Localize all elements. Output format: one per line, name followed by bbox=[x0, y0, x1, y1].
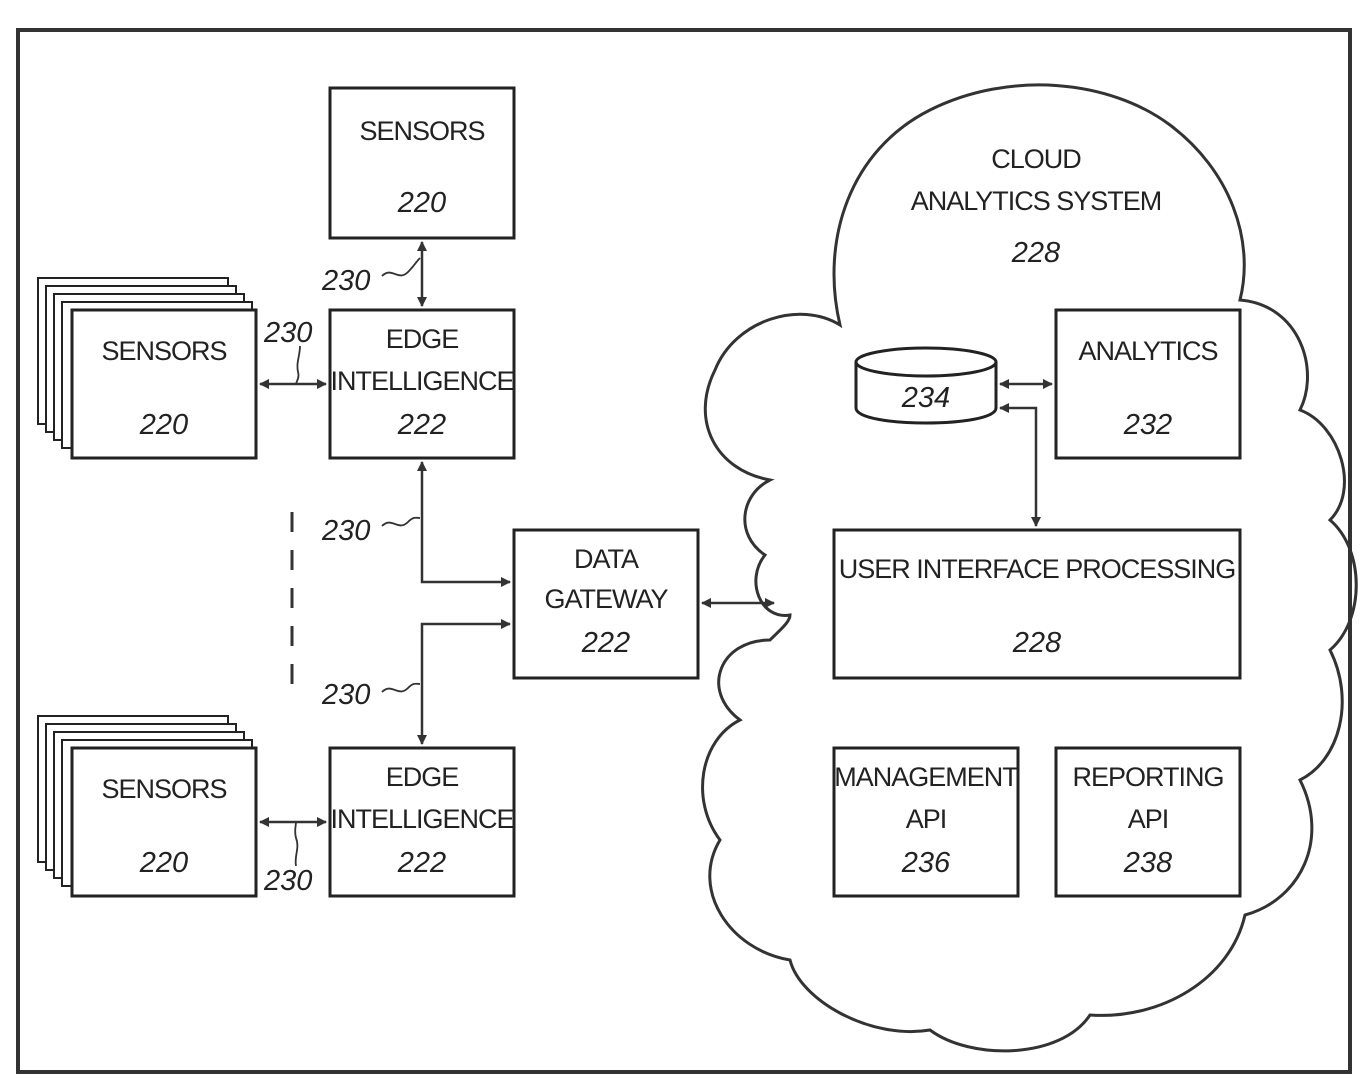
edge-top-line1: EDGE bbox=[386, 324, 459, 354]
reporting-api-line1: REPORTING bbox=[1072, 762, 1223, 792]
cloud-ref: 228 bbox=[1011, 237, 1060, 269]
sensors-bottom-ref: 220 bbox=[139, 847, 188, 879]
ref-230-sensors-top-edge: 230 bbox=[321, 265, 370, 297]
ref-230-sensors-bottom-edge: 230 bbox=[263, 865, 312, 897]
leader-230-e bbox=[294, 821, 299, 867]
gateway-ref: 222 bbox=[581, 627, 630, 659]
management-api-line2: API bbox=[906, 804, 947, 834]
database-ref: 234 bbox=[901, 382, 950, 414]
sensors-top-title: SENSORS bbox=[359, 116, 484, 146]
leader-230-d bbox=[381, 682, 421, 693]
reporting-api-box bbox=[1054, 746, 1242, 898]
sensors-mid-box bbox=[70, 308, 258, 460]
edge-bottom-line2: INTELLIGENCE bbox=[330, 804, 513, 834]
link-edge-bottom-gateway bbox=[417, 619, 511, 745]
cloud-shape bbox=[701, 83, 1358, 1053]
edge-bottom-line1: EDGE bbox=[386, 762, 459, 792]
management-api-box bbox=[832, 746, 1020, 898]
sensors-bottom-box bbox=[70, 746, 258, 898]
edge-bottom-box bbox=[328, 746, 516, 898]
gateway-line1: DATA bbox=[574, 544, 639, 574]
ref-230-edge-bottom-gateway: 230 bbox=[321, 679, 370, 711]
gateway-line2: GATEWAY bbox=[544, 584, 668, 614]
edge-top-line2: INTELLIGENCE bbox=[330, 366, 513, 396]
sensors-bottom-title: SENSORS bbox=[101, 774, 226, 804]
database-cylinder bbox=[854, 346, 998, 425]
leader-230-b bbox=[295, 345, 301, 385]
ui-processing-ref: 228 bbox=[1012, 627, 1061, 659]
ref-230-sensors-mid-edge: 230 bbox=[263, 317, 312, 349]
management-api-line1: MANAGEMENT bbox=[834, 762, 1018, 792]
analytics-ref: 232 bbox=[1123, 409, 1172, 441]
ui-processing-title: USER INTERFACE PROCESSING bbox=[839, 554, 1236, 584]
reporting-api-line2: API bbox=[1128, 804, 1169, 834]
edge-top-box bbox=[328, 308, 516, 460]
sensors-mid-title: SENSORS bbox=[101, 336, 226, 366]
leader-230-a bbox=[381, 257, 421, 277]
reporting-api-ref: 238 bbox=[1123, 847, 1172, 879]
ui-processing-box bbox=[832, 528, 1242, 680]
cloud-title-line1: CLOUD bbox=[991, 144, 1081, 174]
analytics-title: ANALYTICS bbox=[1078, 336, 1217, 366]
cloud-title-line2: ANALYTICS SYSTEM bbox=[911, 186, 1162, 216]
management-api-ref: 236 bbox=[901, 847, 951, 879]
ref-230-edge-top-gateway: 230 bbox=[321, 515, 370, 547]
sensors-top-box bbox=[328, 86, 516, 240]
link-database-ui bbox=[999, 403, 1041, 527]
edge-top-ref: 222 bbox=[397, 409, 446, 441]
gateway-box bbox=[512, 528, 700, 680]
link-edge-top-gateway bbox=[417, 461, 511, 587]
analytics-box bbox=[1054, 308, 1242, 460]
leader-230-c bbox=[381, 516, 421, 527]
sensors-top-ref: 220 bbox=[397, 187, 446, 219]
edge-bottom-ref: 222 bbox=[397, 847, 446, 879]
sensors-mid-ref: 220 bbox=[139, 409, 188, 441]
